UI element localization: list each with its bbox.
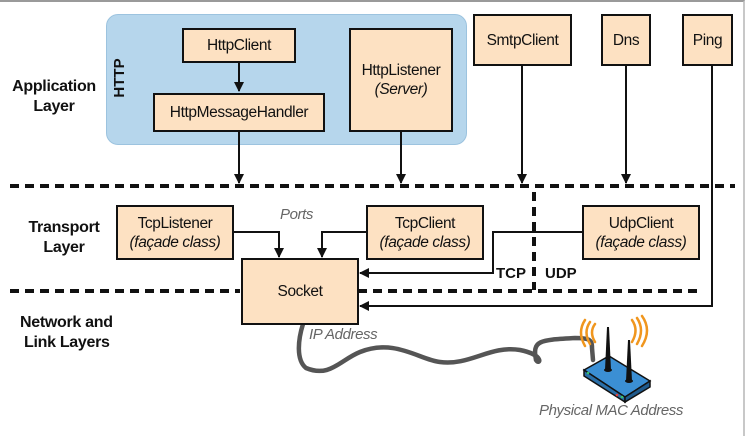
udp-client-label: UdpClient bbox=[608, 214, 674, 232]
ping-box[interactable]: Ping bbox=[682, 14, 733, 66]
http-client-box[interactable]: HttpClient bbox=[182, 28, 296, 63]
wifi-signal-icon bbox=[579, 314, 649, 348]
application-layer-label: Application Layer bbox=[8, 77, 100, 117]
application-layer-line2: Layer bbox=[33, 98, 75, 115]
arrow-udpclient-socket bbox=[359, 231, 582, 278]
transport-layer-line1: Transport bbox=[28, 219, 100, 236]
transport-layer-label: Transport Layer bbox=[20, 218, 108, 258]
http-listener-label: HttpListener bbox=[361, 62, 441, 79]
socket-label: Socket bbox=[277, 283, 323, 300]
network-layer-line1: Network and bbox=[20, 314, 113, 331]
udp-client-box[interactable]: UdpClient (façade class) bbox=[582, 205, 700, 260]
tcp-client-box[interactable]: TcpClient (façade class) bbox=[366, 205, 484, 260]
arrow-tcplistener-socket bbox=[233, 231, 284, 258]
socket-box[interactable]: Socket bbox=[241, 258, 359, 325]
http-message-handler-label: HttpMessageHandler bbox=[169, 104, 309, 121]
ports-annotation: Ports bbox=[280, 206, 314, 223]
smtp-client-label: SmtpClient bbox=[486, 31, 559, 49]
tcp-listener-box[interactable]: TcpListener (façade class) bbox=[116, 205, 234, 260]
udp-label: UDP bbox=[545, 265, 577, 282]
udp-client-sub: (façade class) bbox=[595, 233, 687, 251]
http-listener-sub: (Server) bbox=[374, 81, 428, 98]
dns-label: Dns bbox=[612, 31, 640, 49]
network-layer-label: Network and Link Layers bbox=[12, 313, 122, 353]
transport-layer-line2: Layer bbox=[43, 239, 85, 256]
arrow-tcpclient-socket bbox=[317, 231, 368, 258]
router-icon bbox=[582, 327, 652, 404]
mac-address-annotation: Physical MAC Address bbox=[539, 402, 683, 419]
http-message-handler-box[interactable]: HttpMessageHandler bbox=[153, 93, 325, 132]
smtp-client-box[interactable]: SmtpClient bbox=[473, 14, 572, 66]
http-client-label: HttpClient bbox=[206, 37, 272, 54]
http-listener-box[interactable]: HttpListener (Server) bbox=[349, 28, 453, 132]
tcp-client-sub: (façade class) bbox=[379, 233, 471, 251]
ip-address-annotation: IP Address bbox=[309, 326, 378, 343]
application-layer-line1: Application bbox=[12, 78, 96, 95]
ping-label: Ping bbox=[692, 31, 723, 49]
network-layer-line2: Link Layers bbox=[24, 334, 110, 351]
tcp-client-label: TcpClient bbox=[394, 214, 456, 232]
tcp-label: TCP bbox=[496, 265, 526, 282]
network-cable bbox=[296, 321, 596, 374]
arrow-ping-socket bbox=[359, 63, 713, 311]
tcp-listener-label: TcpListener bbox=[137, 214, 213, 232]
tcp-listener-sub: (façade class) bbox=[129, 233, 221, 251]
dns-box[interactable]: Dns bbox=[601, 14, 651, 66]
